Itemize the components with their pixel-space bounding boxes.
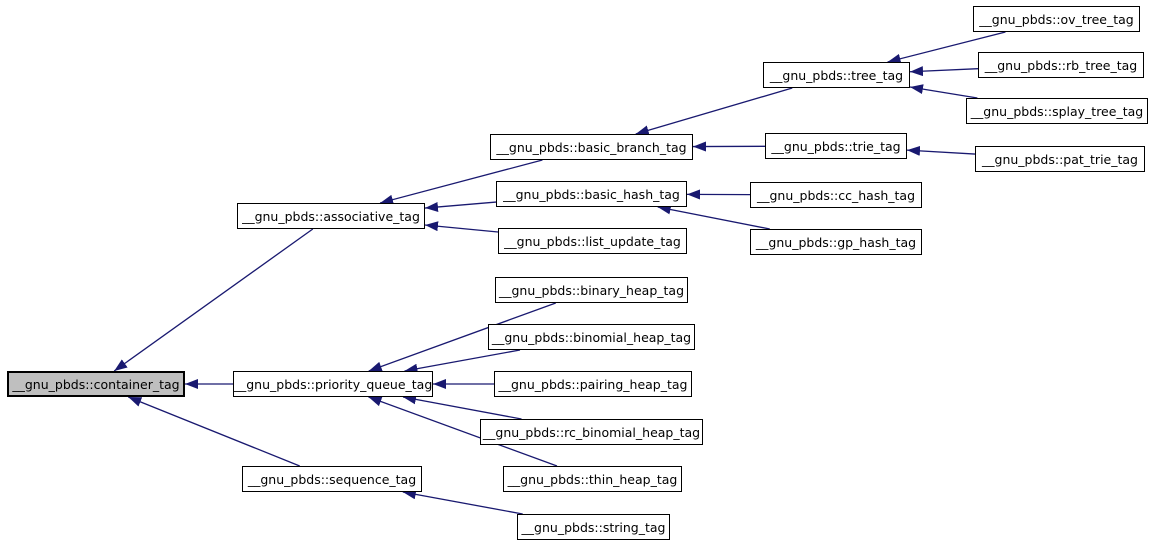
graph-node-trie_tag[interactable]: __gnu_pbds::trie_tag [765,133,907,159]
graph-node-label: __gnu_pbds::gp_hash_tag [755,234,917,250]
graph-node-label: __gnu_pbds::binary_heap_tag [499,282,684,298]
inheritance-arrow-rc_binomial_heap_tag-to-priority_queue_tag [402,394,522,420]
graph-node-label: __gnu_pbds::pat_trie_tag [982,151,1138,167]
graph-node-container_tag: __gnu_pbds::container_tag [7,371,185,397]
graph-node-list_update_tag[interactable]: __gnu_pbds::list_update_tag [498,228,687,254]
graph-node-label: __gnu_pbds::binomial_heap_tag [491,329,692,345]
inheritance-arrow-sequence_tag-to-container_tag [128,396,300,467]
graph-node-basic_hash_tag[interactable]: __gnu_pbds::basic_hash_tag [496,181,687,207]
graph-node-basic_branch_tag[interactable]: __gnu_pbds::basic_branch_tag [490,134,693,160]
graph-node-label: __gnu_pbds::rc_binomial_heap_tag [482,424,701,440]
inheritance-arrow-gp_hash_tag-to-basic_hash_tag [657,204,770,230]
graph-node-label: __gnu_pbds::cc_hash_tag [756,187,916,203]
graph-node-tree_tag[interactable]: __gnu_pbds::tree_tag [763,62,910,88]
graph-node-cc_hash_tag[interactable]: __gnu_pbds::cc_hash_tag [750,182,922,208]
inheritance-arrow-pat_trie_tag-to-trie_tag [906,145,976,156]
graph-node-label: __gnu_pbds::associative_tag [242,208,420,224]
graph-node-associative_tag[interactable]: __gnu_pbds::associative_tag [237,203,425,229]
graph-node-label: __gnu_pbds::basic_branch_tag [496,139,687,155]
graph-node-label: __gnu_pbds::container_tag [12,376,180,392]
inheritance-arrow-basic_branch_tag-to-associative_tag [379,159,543,205]
inheritance-arrow-binary_heap_tag-to-priority_queue_tag [368,302,556,372]
graph-node-binary_heap_tag[interactable]: __gnu_pbds::binary_heap_tag [495,277,688,303]
graph-node-label: __gnu_pbds::pairing_heap_tag [498,376,688,392]
graph-node-rc_binomial_heap_tag[interactable]: __gnu_pbds::rc_binomial_heap_tag [480,419,703,445]
graph-node-label: __gnu_pbds::list_update_tag [504,233,681,249]
graph-node-label: __gnu_pbds::rb_tree_tag [984,57,1138,73]
graph-node-label: __gnu_pbds::trie_tag [771,138,901,154]
graph-node-label: __gnu_pbds::string_tag [521,519,666,535]
inheritance-arrow-thin_heap_tag-to-priority_queue_tag [368,396,558,467]
inheritance-arrow-splay_tree_tag-to-tree_tag [909,84,978,99]
graph-node-label: __gnu_pbds::basic_hash_tag [503,186,680,202]
graph-node-label: __gnu_pbds::thin_heap_tag [507,471,678,487]
inheritance-arrow-tree_tag-to-basic_branch_tag [635,87,793,136]
graph-node-label: __gnu_pbds::splay_tree_tag [970,103,1144,119]
graph-node-label: __gnu_pbds::tree_tag [769,67,904,83]
graph-node-priority_queue_tag[interactable]: __gnu_pbds::priority_queue_tag [233,371,433,397]
graph-node-gp_hash_tag[interactable]: __gnu_pbds::gp_hash_tag [750,229,922,255]
inheritance-arrow-string_tag-to-sequence_tag [402,489,523,515]
inheritance-arrow-rb_tree_tag-to-tree_tag [909,66,979,77]
graph-node-label: __gnu_pbds::ov_tree_tag [979,11,1134,27]
graph-node-sequence_tag[interactable]: __gnu_pbds::sequence_tag [242,466,422,492]
inheritance-arrow-list_update_tag-to-associative_tag [424,221,499,233]
graph-node-string_tag[interactable]: __gnu_pbds::string_tag [517,514,670,540]
inheritance-arrow-binomial_heap_tag-to-priority_queue_tag [404,349,521,374]
graph-node-thin_heap_tag[interactable]: __gnu_pbds::thin_heap_tag [503,466,682,492]
graph-node-rb_tree_tag[interactable]: __gnu_pbds::rb_tree_tag [978,52,1144,78]
graph-node-label: __gnu_pbds::priority_queue_tag [233,376,433,392]
graph-node-pairing_heap_tag[interactable]: __gnu_pbds::pairing_heap_tag [494,371,692,397]
graph-node-ov_tree_tag[interactable]: __gnu_pbds::ov_tree_tag [973,6,1140,32]
inheritance-arrow-ov_tree_tag-to-tree_tag [887,31,1006,64]
graph-node-binomial_heap_tag[interactable]: __gnu_pbds::binomial_heap_tag [488,324,695,350]
graph-node-splay_tree_tag[interactable]: __gnu_pbds::splay_tree_tag [966,98,1148,124]
inheritance-arrow-basic_hash_tag-to-associative_tag [424,201,497,212]
graph-node-label: __gnu_pbds::sequence_tag [247,471,417,487]
inheritance-arrow-associative_tag-to-container_tag [113,228,314,372]
graph-node-pat_trie_tag[interactable]: __gnu_pbds::pat_trie_tag [975,146,1145,172]
